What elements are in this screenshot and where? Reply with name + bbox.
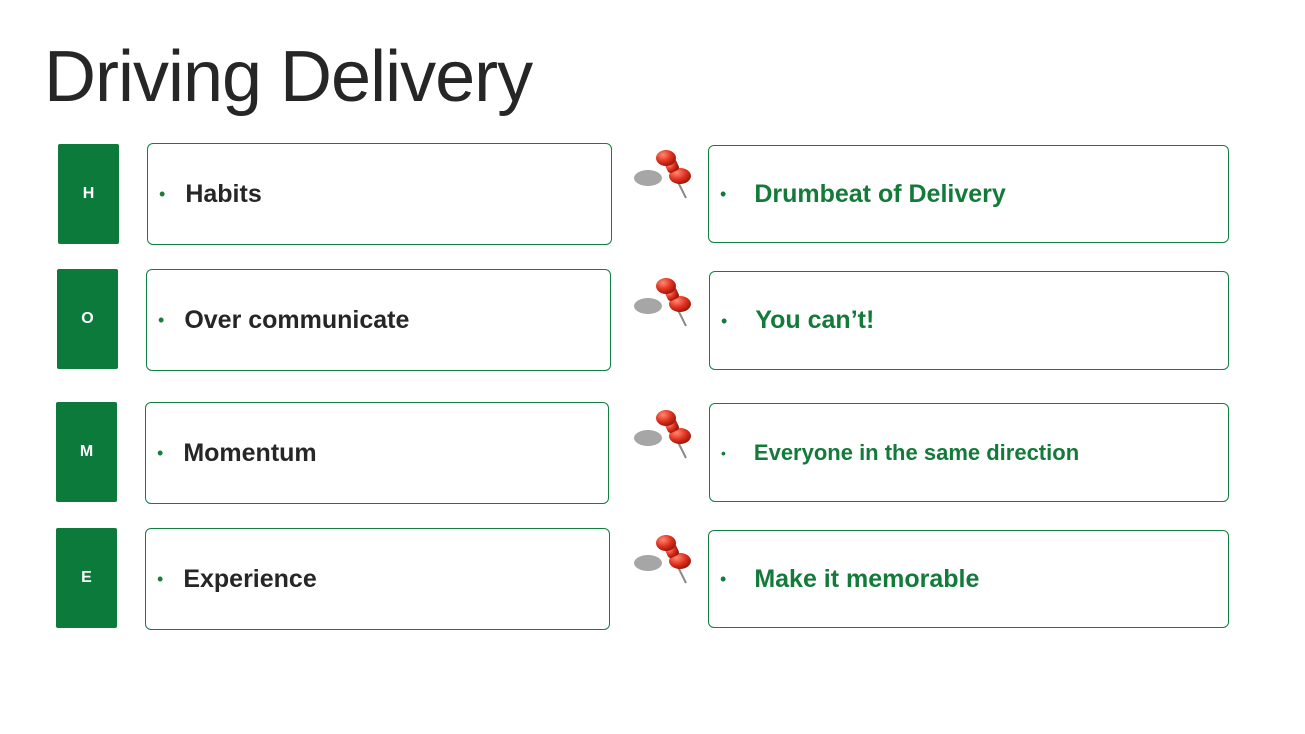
letter-badge-text: M	[79, 443, 94, 460]
pushpin-icon	[634, 535, 691, 584]
left-item-box: • Experience	[145, 528, 610, 630]
bullet-icon: •	[159, 184, 166, 204]
left-item-box: • Habits	[147, 143, 612, 245]
slide-title: Driving Delivery	[44, 37, 533, 117]
letter-badge-text: H	[82, 185, 95, 202]
letter-badge-text: E	[81, 569, 92, 586]
left-item-box: • Over communicate	[146, 269, 611, 371]
pushpin-icon	[634, 410, 691, 459]
letter-badge-e: E	[56, 528, 117, 628]
pushpin-icon	[634, 150, 691, 199]
left-item-text: Over communicate	[184, 305, 410, 334]
left-item-text: Habits	[185, 179, 262, 208]
right-item-text: Drumbeat of Delivery	[754, 179, 1006, 208]
right-item-text: Everyone in the same direction	[753, 439, 1080, 465]
right-item-box: • Drumbeat of Delivery	[708, 145, 1229, 243]
bullet-icon: •	[721, 444, 726, 461]
letter-badge-m: M	[56, 402, 117, 502]
left-item-text: Experience	[183, 564, 317, 593]
bullet-icon: •	[157, 443, 164, 463]
right-item-box: • You can’t!	[709, 271, 1229, 370]
bullet-icon: •	[720, 184, 727, 204]
right-item-text: You can’t!	[755, 306, 875, 334]
left-item-box: • Momentum	[145, 402, 609, 504]
letter-badge-h: H	[58, 144, 119, 244]
letter-badge-text: O	[81, 310, 94, 327]
right-item-text: Make it memorable	[754, 564, 980, 593]
bullet-icon: •	[720, 569, 727, 589]
left-item-text: Momentum	[183, 438, 317, 467]
pushpin-icon	[634, 278, 691, 327]
bullet-icon: •	[158, 310, 165, 330]
right-item-box: • Everyone in the same direction	[709, 403, 1229, 502]
letter-badge-o: O	[57, 269, 118, 369]
bullet-icon: •	[157, 569, 164, 589]
right-item-box: • Make it memorable	[708, 530, 1229, 628]
bullet-icon: •	[721, 310, 728, 331]
